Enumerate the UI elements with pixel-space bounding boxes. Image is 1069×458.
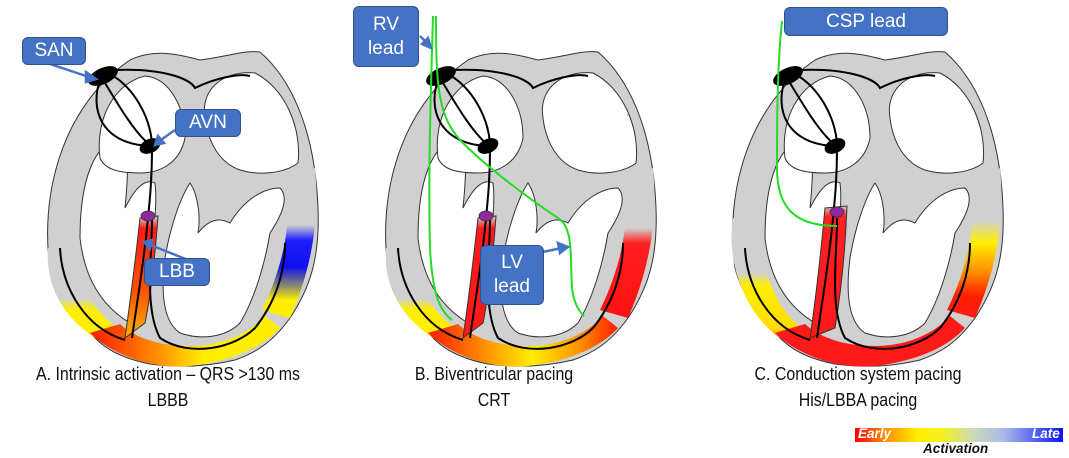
caption-c-line2: His/LBBA pacing	[798, 389, 918, 410]
lv-cavity	[162, 182, 285, 338]
apex-region	[90, 316, 280, 367]
legend-late-label: Late	[1032, 426, 1060, 441]
right-atrium	[783, 75, 871, 174]
rv-lead-wire	[428, 15, 453, 321]
apex-region	[775, 316, 965, 367]
interventricular-septum	[809, 205, 848, 339]
caption-a-line2: LBBB	[147, 389, 189, 410]
lv-lateral-wall	[600, 168, 655, 318]
activation-color-scale	[855, 428, 1063, 442]
caption-b-line1: B. Biventricular pacing	[414, 363, 574, 384]
caption-a-line1: A. Intrinsic activation – QRS >130 ms	[36, 363, 300, 384]
callout-san: SAN	[22, 37, 86, 65]
caption-b-line2: CRT	[477, 389, 511, 410]
callout-lv-lead: LV lead	[480, 245, 544, 305]
san-node	[773, 66, 803, 86]
his-bundle	[478, 210, 494, 222]
rv-free-wall	[731, 218, 810, 348]
apex-region	[428, 316, 618, 367]
legend-early-label: Early	[858, 426, 892, 441]
rv-free-wall	[47, 248, 125, 348]
lv-cavity	[847, 182, 970, 338]
panel-c-conduction-system-pacing: CSP lead C. Conduction system pacing His…	[700, 0, 1056, 458]
heart-diagram-a	[47, 51, 319, 367]
his-bundle	[140, 210, 156, 222]
avn-node	[824, 138, 846, 154]
pacing-leads	[428, 15, 585, 321]
rv-free-wall	[385, 248, 463, 348]
lv-lateral-wall	[262, 168, 317, 318]
lv-lead-wire	[435, 15, 585, 317]
his-bundle	[829, 206, 845, 218]
callout-rv-lead: RV lead	[353, 6, 419, 67]
heart-diagram-c	[731, 20, 1004, 367]
legend-title: Activation	[923, 441, 989, 456]
panel-b-biventricular-pacing: RV lead LV lead B. Biventricular pacing …	[340, 0, 696, 458]
callout-csp-lead: CSP lead	[784, 7, 948, 36]
san-node	[88, 66, 118, 86]
callout-arrows	[49, 62, 189, 262]
conduction-pathways	[397, 68, 624, 350]
caption-c-line1: C. Conduction system pacing	[754, 363, 962, 384]
panel-a-intrinsic-lbbb: SAN AVN LBB A. Intrinsic activation – QR…	[0, 0, 356, 458]
pacing-leads	[775, 20, 838, 227]
avn-node	[477, 138, 499, 154]
san-node	[426, 66, 456, 86]
conduction-pathways	[744, 68, 971, 350]
conduction-pathways	[59, 68, 286, 350]
callout-avn: AVN	[175, 109, 241, 137]
right-atrium	[436, 75, 524, 174]
stray-mark	[627, 114, 629, 116]
csp-lead-wire	[775, 20, 838, 227]
heart-diagram-b	[385, 15, 657, 367]
callout-lbb: LBB	[144, 258, 210, 286]
lv-lateral-wall	[947, 168, 1002, 318]
